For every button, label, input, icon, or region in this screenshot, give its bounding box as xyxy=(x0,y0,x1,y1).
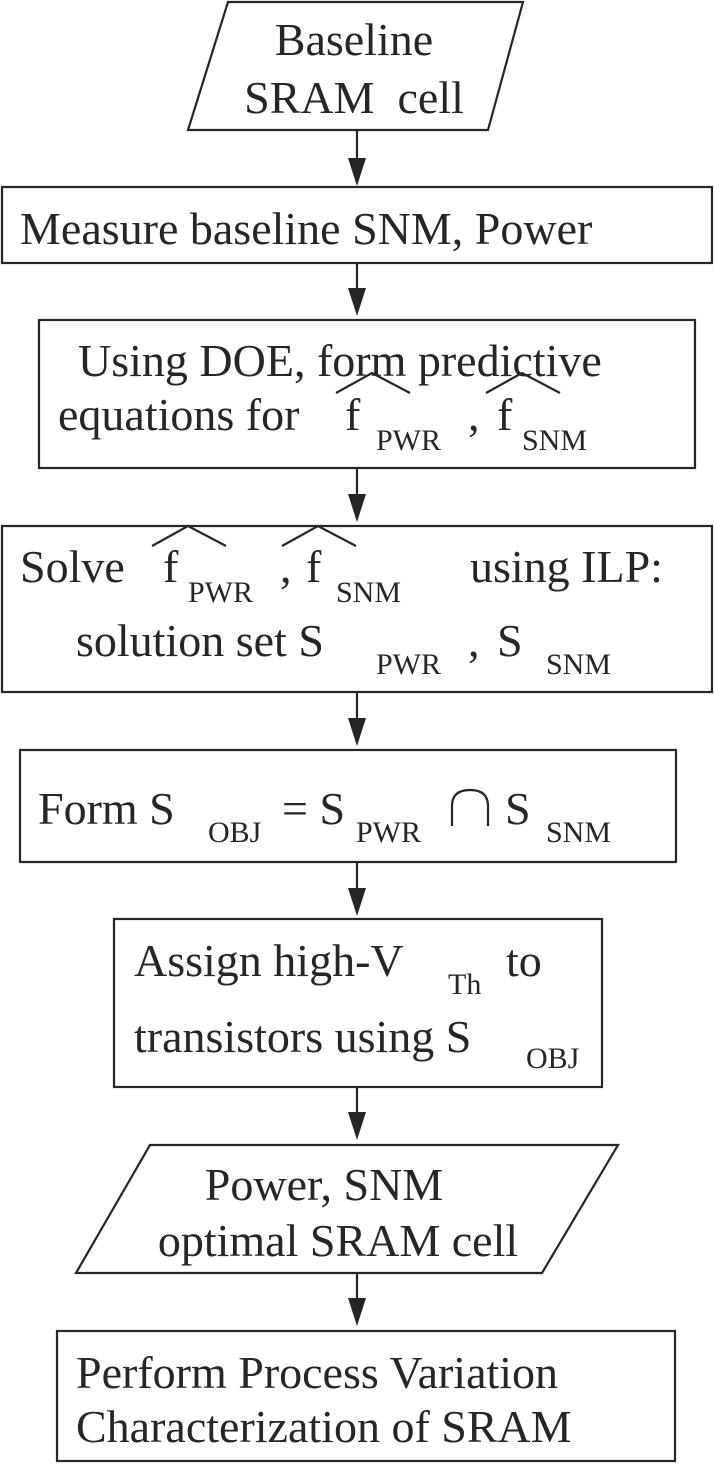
solve-suffix: using ILP: xyxy=(470,541,663,592)
form-equals: = S xyxy=(282,783,345,834)
solve-sub-snm: SNM xyxy=(336,576,401,609)
measure-box xyxy=(0,185,714,265)
intersection-icon xyxy=(450,788,490,826)
solve-f-pwr: f xyxy=(163,541,179,592)
form-sub-pwr: PWR xyxy=(356,816,421,849)
optimal-parallelogram xyxy=(74,1143,620,1275)
solve-line2-s: S xyxy=(497,615,523,666)
arrow-2 xyxy=(348,263,366,316)
doe-hat-2 xyxy=(485,371,561,394)
arrow-7 xyxy=(348,1273,366,1326)
assign-sub-obj: OBJ xyxy=(526,1042,580,1075)
doe-line2-prefix: equations for xyxy=(58,389,311,440)
solve-sub-pwr: PWR xyxy=(188,576,253,609)
assign-line1-suffix: to xyxy=(506,935,542,986)
assign-line1-prefix: Assign high-V xyxy=(134,935,404,986)
doe-sub-snm: SNM xyxy=(522,424,587,457)
baseline-line1: Baseline xyxy=(275,14,433,65)
doe-equations-node: Using DOE, form predictive equations for… xyxy=(37,318,697,470)
solve-hat-2 xyxy=(281,524,357,547)
doe-line1: Using DOE, form predictive xyxy=(78,335,602,386)
form-sub-snm: SNM xyxy=(546,816,611,849)
doe-hat-1 xyxy=(335,371,411,394)
solve-comma: , xyxy=(280,541,292,592)
form-box xyxy=(18,748,678,864)
doe-f-snm: f xyxy=(497,389,513,440)
assign-sub-th: Th xyxy=(448,968,481,1001)
solve-ilp-node: Solve f PWR , f SNM using ILP: solution … xyxy=(0,524,714,694)
process-line2: Characterization of SRAM xyxy=(76,1401,572,1452)
solve-hat-1 xyxy=(151,524,227,547)
doe-sub-pwr: PWR xyxy=(376,424,441,457)
solve-word: Solve xyxy=(20,541,125,592)
measure-text: Measure baseline SNM, Power xyxy=(20,203,592,254)
doe-f-pwr: f xyxy=(345,389,361,440)
arrow-4 xyxy=(348,692,366,746)
optimal-sram-cell-node: Power, SNM optimal SRAM cell xyxy=(74,1143,620,1275)
assign-high-vth-node: Assign high-V Th to transistors using S … xyxy=(112,917,604,1089)
arrow-5 xyxy=(348,862,366,916)
solve-box xyxy=(0,524,714,694)
assign-box xyxy=(112,917,604,1089)
baseline-line2: SRAM cell xyxy=(244,72,464,123)
solve-line2-sub-snm: SNM xyxy=(546,648,611,681)
process-variation-node: Perform Process Variation Characterizati… xyxy=(55,1329,677,1463)
optimal-line2: optimal SRAM cell xyxy=(158,1215,518,1266)
arrow-6 xyxy=(348,1087,366,1140)
optimal-line1: Power, SNM xyxy=(205,1159,443,1210)
process-box xyxy=(55,1329,677,1463)
assign-line2-prefix: transistors using S xyxy=(134,1011,471,1062)
doe-comma: , xyxy=(468,389,480,440)
form-s: S xyxy=(505,783,531,834)
baseline-parallelogram xyxy=(186,0,525,132)
solve-line2-comma: , xyxy=(468,615,480,666)
process-line1: Perform Process Variation xyxy=(76,1347,558,1398)
doe-box xyxy=(37,318,697,470)
arrow-1 xyxy=(348,130,366,186)
form-prefix: Form S xyxy=(38,783,175,834)
solve-line2-sub-pwr: PWR xyxy=(376,648,441,681)
arrow-3 xyxy=(348,468,366,522)
solve-line2-prefix: solution set S xyxy=(76,615,324,666)
form-sobj-node: Form S OBJ = S PWR S SNM xyxy=(18,748,678,864)
measure-baseline-node: Measure baseline SNM, Power xyxy=(0,185,714,265)
form-sub-obj: OBJ xyxy=(208,816,262,849)
baseline-sram-cell-node: Baseline SRAM cell xyxy=(186,0,525,132)
solve-f-snm: f xyxy=(306,541,322,592)
